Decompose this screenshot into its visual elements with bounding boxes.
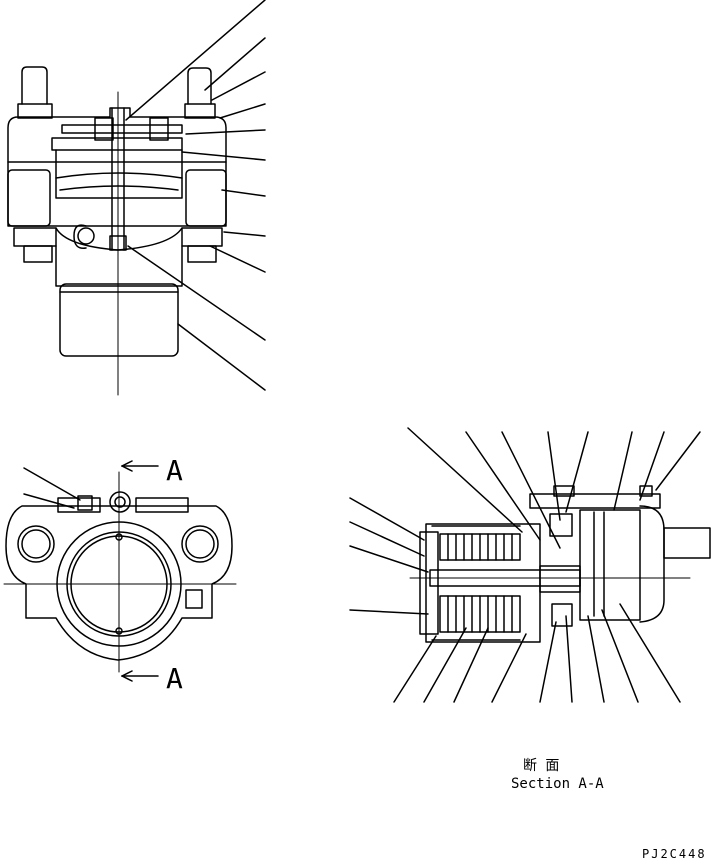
section-marker-top: A [166, 454, 183, 487]
top-view [7, 0, 266, 396]
section-view [349, 427, 711, 703]
section-caption-jp: 断 面 [523, 758, 559, 774]
drawing-number: PJ2C448 [642, 847, 707, 860]
section-marker-bottom: A [166, 662, 183, 695]
section-caption: Section A-A [511, 776, 604, 792]
front-view [3, 460, 237, 682]
